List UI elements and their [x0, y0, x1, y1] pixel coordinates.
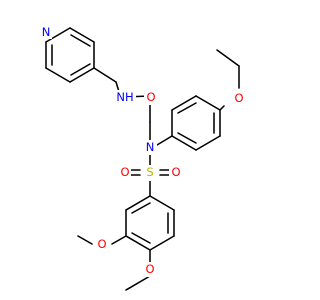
atom-label: S	[146, 165, 153, 179]
atom-label: O	[97, 237, 106, 251]
atom-label: N	[146, 140, 155, 154]
bond	[69, 67, 95, 83]
atom-label: O	[146, 90, 155, 104]
label-background	[118, 165, 131, 180]
label-background	[95, 237, 108, 252]
bond	[45, 27, 71, 43]
bond	[111, 235, 127, 245]
atom-methoxy-o-3: O	[95, 237, 108, 252]
bond	[131, 202, 151, 214]
bond	[195, 95, 221, 111]
bond	[177, 132, 197, 144]
atom-label: O	[145, 262, 154, 276]
bond	[69, 27, 95, 43]
atom-label: O	[171, 165, 180, 179]
label-background	[143, 262, 157, 277]
atom-sulfur: S	[143, 165, 157, 181]
bond	[77, 235, 93, 245]
bond-layer	[45, 27, 240, 291]
bond	[125, 275, 151, 291]
bond	[125, 195, 151, 211]
atom-label: N	[42, 25, 51, 39]
bond	[149, 195, 175, 211]
atom-sulfonyl-o-right: O	[169, 165, 182, 180]
atom-sulfonyl-o-left: O	[118, 165, 131, 180]
bond	[125, 235, 151, 251]
label-background	[143, 140, 157, 155]
label-background	[143, 165, 157, 181]
bond	[219, 105, 225, 111]
label-background	[169, 165, 182, 180]
label-background	[113, 90, 136, 105]
atom-amide-nh: NH	[113, 90, 136, 105]
bond	[171, 135, 197, 151]
atom-label: O	[234, 91, 243, 105]
bond	[70, 34, 91, 47]
molecule-structure: N NH O N O S O O	[39, 24, 245, 291]
atom-ether-o: O	[232, 91, 245, 106]
bond	[45, 67, 71, 83]
bond	[93, 67, 117, 83]
bond	[156, 135, 173, 146]
bond	[171, 95, 197, 111]
bond	[70, 63, 91, 76]
atom-sulfonamide-n: N	[143, 140, 157, 155]
bond	[131, 232, 151, 244]
atom-label: O	[120, 165, 129, 179]
bond	[177, 102, 197, 114]
atom-label-layer: N NH O N O S O O	[39, 24, 245, 277]
atom-label: NH	[116, 90, 133, 104]
atom-pyridine-n: N	[39, 24, 52, 39]
bond	[216, 49, 240, 67]
atom-carbonyl-o: O	[144, 90, 157, 105]
bond	[195, 135, 221, 151]
label-background	[144, 90, 157, 105]
atom-methoxy-o-4: O	[143, 262, 157, 277]
label-background	[232, 91, 245, 106]
bond	[149, 235, 175, 251]
label-background	[39, 24, 52, 39]
